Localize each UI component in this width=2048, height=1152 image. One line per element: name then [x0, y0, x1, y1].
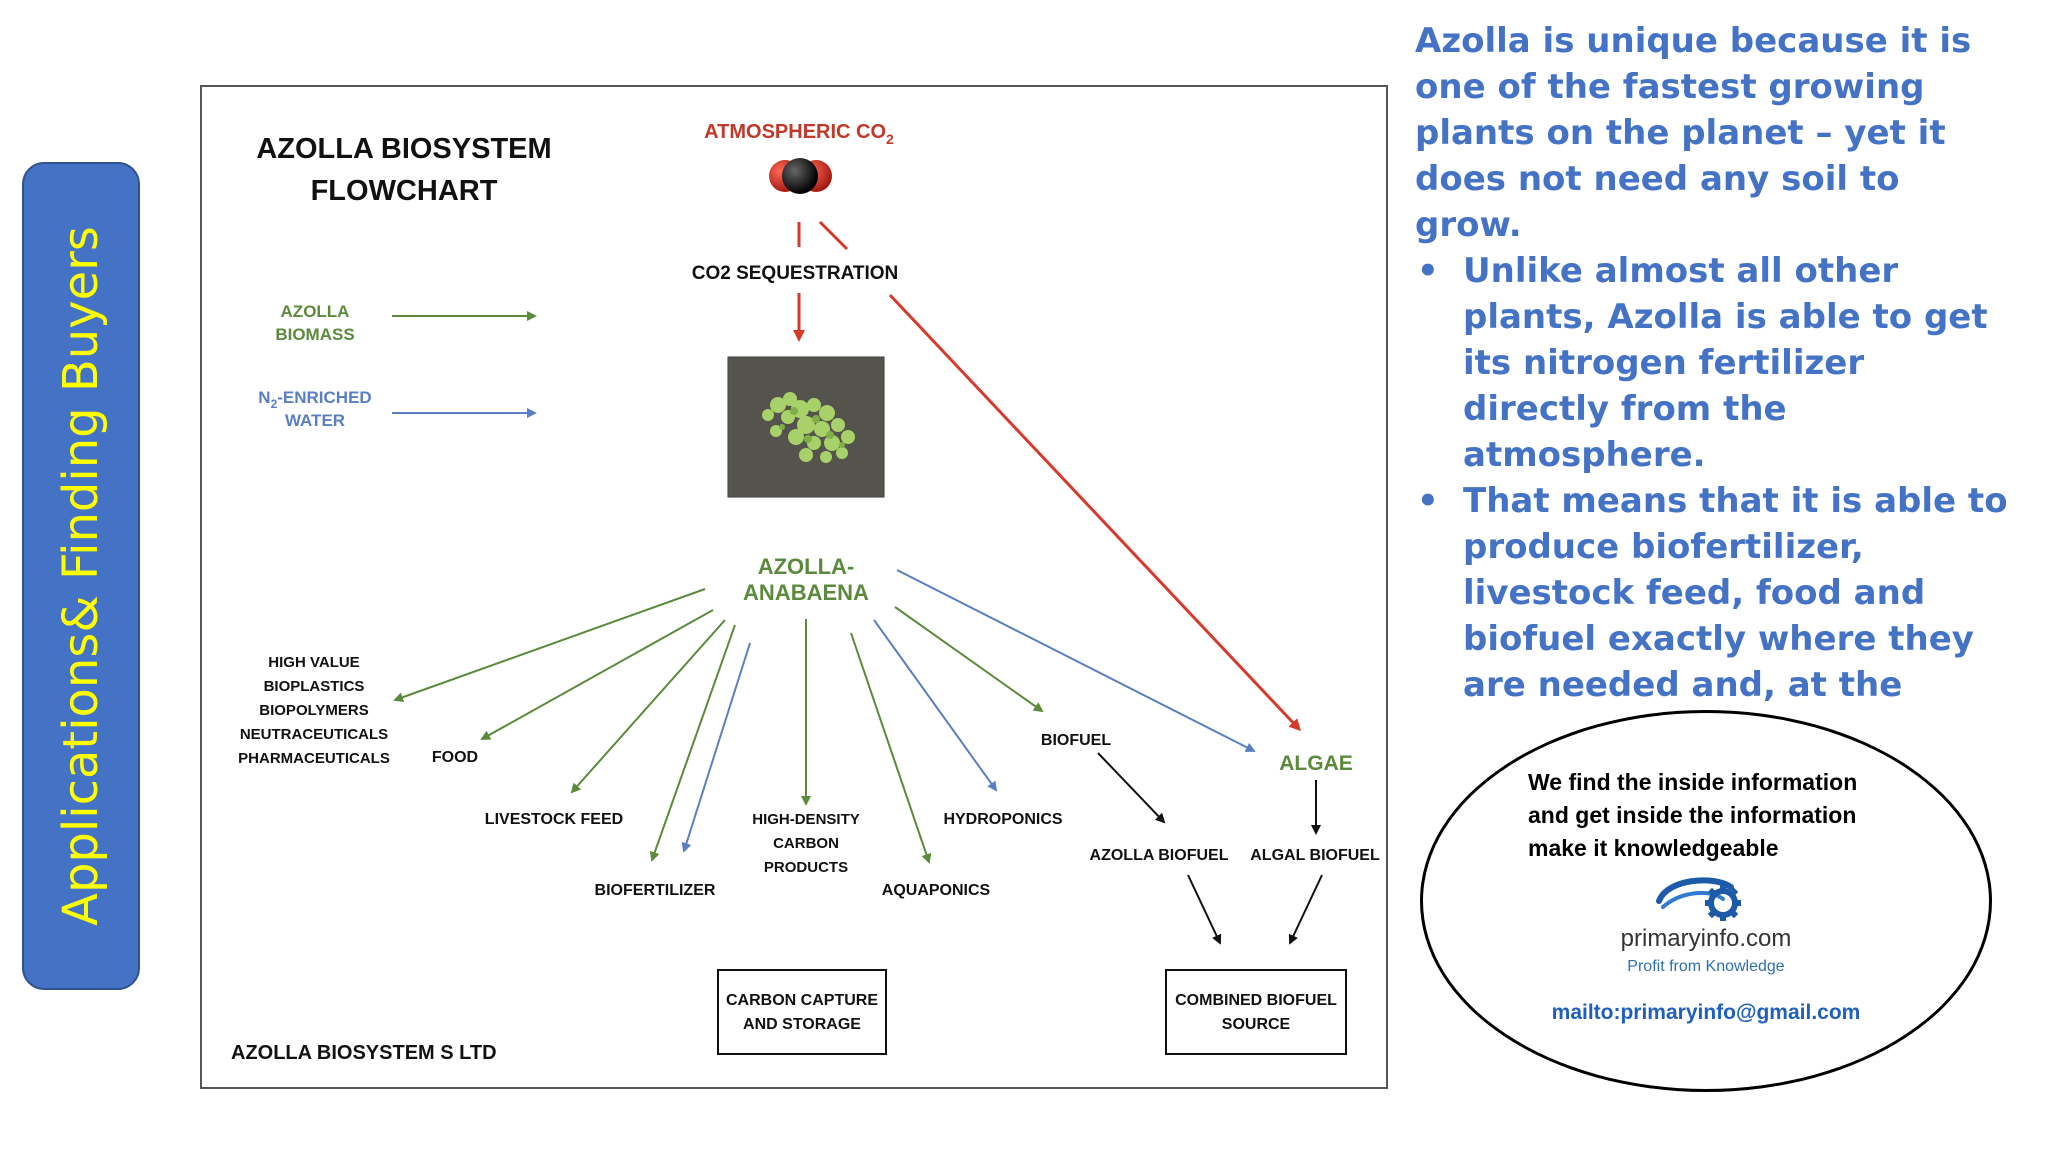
azolla-biomass-line2: BIOMASS	[275, 325, 354, 344]
arrow-to-high-value	[393, 588, 706, 703]
flowchart-svg: AZOLLA BIOSYSTEM FLOWCHART ATMOSPHERIC C…	[231, 121, 1380, 1064]
azolla-anabaena-line2: ANABAENA	[743, 580, 869, 605]
high-value-line: PHARMACEUTICALS	[238, 750, 390, 767]
azolla-photo	[727, 356, 885, 498]
high-value-line: BIOPOLYMERS	[259, 702, 368, 719]
arrow-algal-biofuel-to-combined	[1288, 874, 1323, 945]
arrow-to-biofertilizer-green	[649, 624, 736, 862]
co2-sequestration-label: CO2 SEQUESTRATION	[692, 263, 899, 284]
high-density-line: HIGH-DENSITY	[752, 811, 860, 828]
combined-biofuel-box	[1165, 969, 1347, 1055]
high-density-line: CARBON	[773, 835, 839, 852]
arrow-to-biofertilizer-blue	[681, 642, 751, 853]
description-bullet: That means that it is able to produce bi…	[1415, 478, 2015, 706]
biofuel-label: BIOFUEL	[1041, 732, 1111, 749]
high-value-line: NEUTRACEUTICALS	[240, 726, 388, 743]
azolla-biomass-line1: AZOLLA	[281, 302, 350, 321]
arrow-to-hydroponics	[873, 619, 998, 792]
red-arrow-to-algae	[888, 293, 1302, 732]
hydroponics-label: HYDROPONICS	[943, 811, 1062, 828]
high-value-line: HIGH VALUE	[268, 654, 359, 671]
azolla-biofuel-label: AZOLLA BIOFUEL	[1090, 847, 1229, 864]
ad-line: and get inside the information	[1528, 802, 1857, 828]
arrow-to-livestock	[570, 619, 726, 794]
ad-text: We find the inside information and get i…	[1528, 766, 1857, 865]
description-bullets: Unlike almost all other plants, Azolla i…	[1415, 248, 2015, 706]
red-line-co2-diag	[818, 220, 849, 251]
atmospheric-label-text: ATMOSPHERIC CO	[704, 121, 886, 143]
diagram-footer: AZOLLA BIOSYSTEM S LTD	[231, 1042, 497, 1064]
algae-label: ALGAE	[1279, 752, 1353, 775]
n2-sub: 2	[271, 397, 278, 411]
livestock-feed-label: LIVESTOCK FEED	[485, 811, 623, 828]
side-tab: Applications& Finding Buyers	[22, 162, 140, 990]
arrow-to-food	[480, 609, 714, 740]
arrow-to-aquaponics	[850, 632, 932, 864]
n2-suffix: -ENRICHED	[277, 388, 371, 407]
gear-swirl-icon	[1656, 877, 1741, 921]
atmospheric-label-sub: 2	[886, 131, 894, 147]
aquaponics-label: AQUAPONICS	[882, 882, 991, 899]
n2-water-line2: WATER	[285, 411, 345, 430]
co2-molecule-icon	[769, 158, 832, 194]
combined-biofuel-line1: COMBINED BIOFUEL	[1175, 992, 1337, 1009]
arrow-to-algae-blue	[896, 569, 1256, 752]
azolla-description: Azolla is unique because it is one of th…	[1415, 18, 2015, 706]
diagram-title-line2: FLOWCHART	[311, 175, 498, 207]
carbon-capture-line1: CARBON CAPTURE	[726, 992, 878, 1009]
high-value-line: BIOPLASTICS	[264, 678, 365, 695]
ad-line: make it knowledgeable	[1528, 835, 1779, 861]
azolla-flowchart: AZOLLA BIOSYSTEM FLOWCHART ATMOSPHERIC C…	[200, 85, 1388, 1089]
high-value-products: HIGH VALUE BIOPLASTICS BIOPOLYMERS NEUTR…	[238, 654, 390, 767]
arrow-azolla-biofuel-to-combined	[1187, 874, 1222, 945]
primaryinfo-ad[interactable]: We find the inside information and get i…	[1420, 710, 1992, 1092]
biofertilizer-label: BIOFERTILIZER	[595, 882, 716, 899]
arrow-biofuel-to-azolla-biofuel	[1097, 752, 1166, 824]
description-intro: Azolla is unique because it is one of th…	[1415, 21, 1972, 245]
n2-water-line1: N2-ENRICHED	[258, 388, 371, 411]
description-bullet: Unlike almost all other plants, Azolla i…	[1415, 248, 2015, 478]
azolla-anabaena-line1: AZOLLA-	[758, 554, 855, 579]
n2-prefix: N	[258, 388, 270, 407]
algal-biofuel-label: ALGAL BIOFUEL	[1250, 847, 1380, 864]
carbon-capture-box	[717, 969, 887, 1055]
ad-brand: primaryinfo.com	[1620, 925, 1792, 952]
atmospheric-co2-label: ATMOSPHERIC CO2	[704, 121, 894, 147]
side-tab-label: Applications& Finding Buyers	[53, 226, 109, 926]
combined-biofuel-line2: SOURCE	[1222, 1016, 1291, 1033]
ad-email-link[interactable]: mailto:primaryinfo@gmail.com	[1551, 1001, 1861, 1024]
arrow-to-biofuel	[894, 606, 1044, 713]
ad-tagline: Profit from Knowledge	[1627, 958, 1785, 975]
high-density-line: PRODUCTS	[764, 859, 848, 876]
ad-line: We find the inside information	[1528, 769, 1858, 795]
diagram-title-line1: AZOLLA BIOSYSTEM	[256, 133, 551, 165]
carbon-capture-line2: AND STORAGE	[743, 1016, 861, 1033]
food-label: FOOD	[432, 749, 478, 766]
